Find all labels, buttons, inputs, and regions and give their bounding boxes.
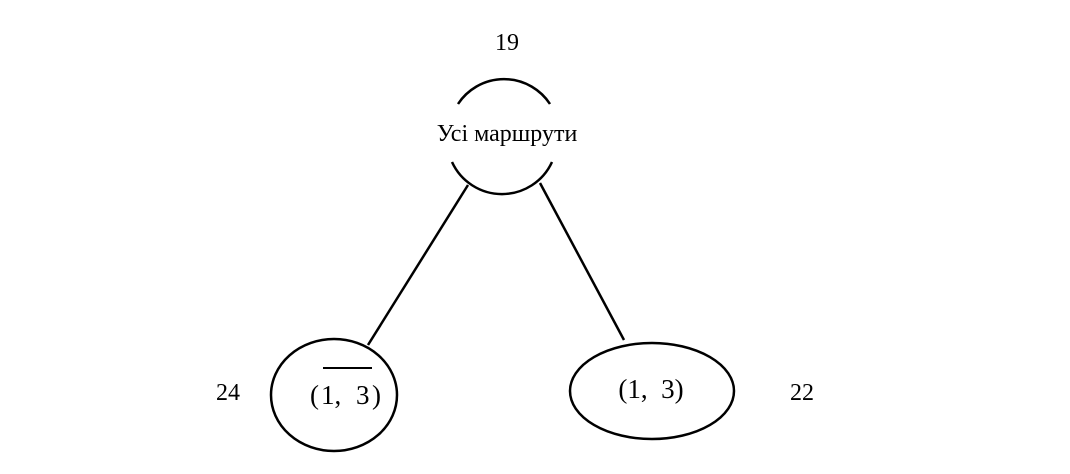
right-node-ellipse (568, 341, 736, 441)
root-bound-value: 19 (495, 30, 519, 56)
left-node-open-paren: ( (310, 380, 319, 410)
right-bound-value: 22 (790, 380, 814, 406)
edge-root-left (366, 184, 470, 346)
root-node-bottom-arc (450, 161, 554, 196)
left-node-label-a: 1, (321, 380, 341, 410)
root-node-top-arc (456, 77, 552, 105)
left-bound-value: 24 (216, 380, 240, 406)
root-node-label: Усі маршрути (437, 121, 578, 147)
right-node: (1, 3) (568, 341, 736, 441)
left-node: ( 1, 3 ) (269, 337, 399, 453)
left-node-label-b: 3 (356, 380, 370, 410)
root-node: Усі маршрути (437, 77, 578, 196)
left-node-close-paren: ) (372, 380, 381, 410)
edge-root-right (538, 182, 626, 341)
left-node-ellipse (269, 337, 399, 453)
right-node-label: (1, 3) (618, 374, 683, 404)
